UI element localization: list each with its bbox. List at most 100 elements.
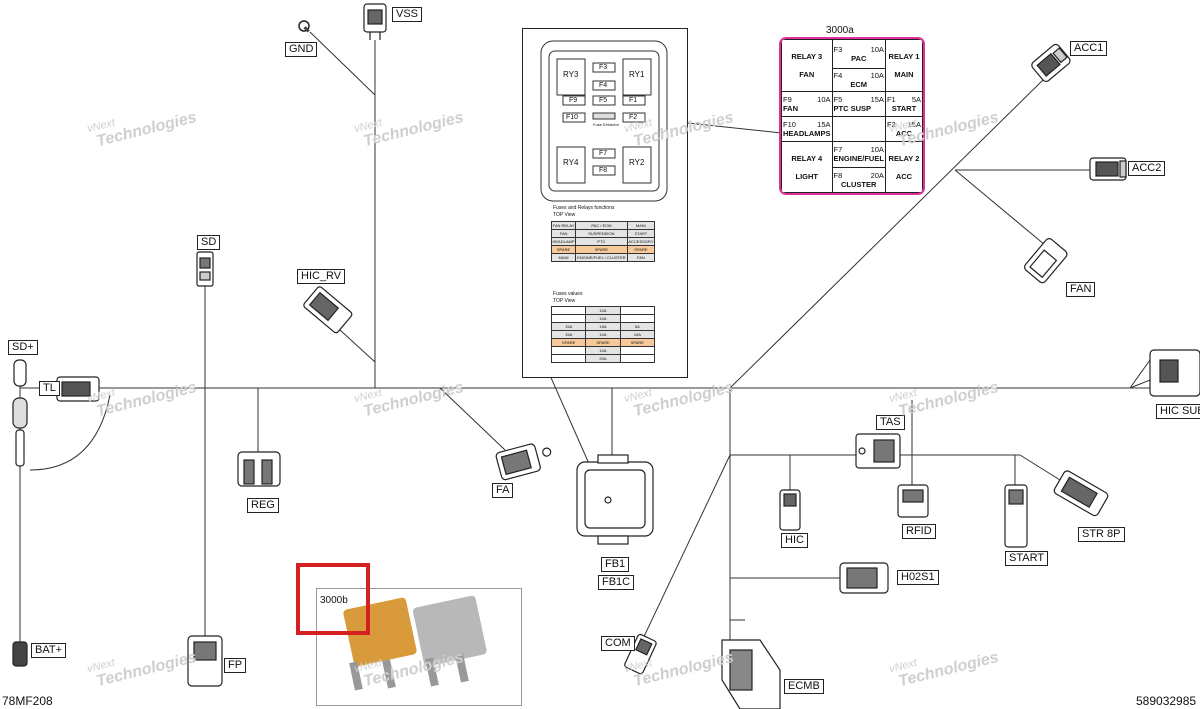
fuse-box-inset: RY3 RY1 RY4 RY2 F3 F4 F9 F5 F1 F10 F2 F7… [522, 28, 688, 378]
legend-text: 15A [817, 120, 831, 130]
breaker-photo [343, 595, 487, 691]
cell: 5A [619, 322, 656, 331]
vss-connector [363, 3, 387, 40]
legend-text: F8 [833, 170, 843, 180]
label-ecmb: ECMB [784, 679, 824, 694]
relay-label: RY3 [563, 70, 579, 79]
legend-text: RELAY 4 [791, 153, 823, 163]
cell: MAIN [550, 253, 577, 262]
cell [619, 354, 656, 363]
label-reg: REG [247, 498, 279, 513]
fuse-label: F3 [599, 64, 608, 71]
label-h02s1: H02S1 [897, 570, 939, 585]
legend-text: F5 [833, 94, 843, 104]
fuse-label: F2 [629, 114, 638, 121]
reg-connector [237, 451, 281, 487]
bat-plus-terminal [12, 641, 28, 667]
legend-text: ENGINE/FUEL [833, 154, 884, 164]
cell [550, 306, 587, 315]
legend-text: PAC [851, 53, 867, 63]
legend-text: MAIN [894, 69, 914, 79]
fan-connector [1023, 238, 1068, 284]
cell: SPARE [626, 245, 656, 254]
label-fa: FA [492, 483, 514, 498]
cell: SPARE [575, 245, 628, 254]
rfid-connector [897, 484, 929, 518]
fuse-label: F4 [599, 82, 608, 89]
cell: 15A [550, 322, 587, 331]
legend-text: 10A [870, 145, 884, 155]
str-8p-connector [1053, 470, 1109, 517]
legend-text: FAN [799, 69, 815, 79]
hic-rv-connector [303, 286, 353, 334]
cell: PTC [575, 237, 628, 246]
legend-text: ACC [895, 171, 913, 181]
cell: ENGINE/FUEL / CLUSTER [575, 253, 628, 262]
legend-text: PTC [833, 103, 849, 113]
cell [619, 306, 656, 315]
hic-connector [779, 489, 801, 531]
cell: SPARE [585, 338, 621, 347]
fp-connector [187, 635, 223, 687]
legend-text: HEADLAMPS [783, 129, 831, 139]
fuse-label: F9 [569, 97, 578, 104]
cell: SUSPENSION [575, 229, 628, 238]
legend-text: F7 [833, 145, 843, 155]
cell: 10A [585, 330, 621, 339]
functions-title: Fuses and Relays functions [553, 205, 615, 211]
cell: SPARE [619, 338, 656, 347]
ecmb-connector [721, 639, 781, 709]
cell [550, 354, 587, 363]
fuse-box-top-view [540, 40, 668, 202]
fuse-label: F10 [566, 114, 579, 121]
label-str-8p: STR 8P [1078, 527, 1125, 542]
legend-relay4: RELAY 4 LIGHT [781, 141, 833, 193]
sd-connector [196, 251, 214, 287]
legend-text: FAN [783, 103, 798, 113]
tl-connector [56, 376, 100, 402]
relay-label: RY2 [629, 158, 645, 167]
hic-suba-connector [1149, 349, 1200, 397]
legend-text: ECM [850, 79, 868, 89]
legend-text: 20A [870, 170, 884, 180]
label-hic-suba: HIC SUBA [1156, 404, 1200, 419]
label-tl: TL [39, 381, 60, 396]
legend-relay3: RELAY 3 FAN [781, 39, 833, 92]
legend-text: SUSP [850, 103, 872, 113]
gnd-ring-terminal [298, 20, 310, 33]
h02s1-connector [839, 562, 889, 594]
fb1-fuse-box [576, 454, 654, 545]
cell: 10A [585, 346, 621, 355]
legend-relay2: RELAY 2 ACC [884, 141, 923, 193]
cell [550, 314, 587, 323]
legend-text: RELAY 3 [791, 51, 823, 61]
functions-view: TOP View [553, 212, 576, 218]
relay-label: RY1 [629, 70, 645, 79]
sd-plus-sensor [12, 359, 28, 467]
cell: 15A [585, 322, 621, 331]
label-hic-rv: HIC_RV [297, 269, 346, 284]
label-gnd: GND [285, 42, 318, 57]
legend-text: F9 [783, 94, 792, 104]
cell [550, 346, 587, 355]
breaker-label: 3000b [320, 595, 348, 606]
label-vss: VSS [392, 7, 423, 22]
cell: MAIN [626, 221, 656, 230]
label-bat-plus: BAT+ [31, 643, 67, 658]
fuse-label: F1 [629, 97, 638, 104]
label-com: COM [601, 636, 635, 651]
cell: FAN [550, 229, 577, 238]
legend-text: RELAY 2 [888, 153, 920, 163]
label-hic: HIC [781, 533, 808, 548]
label-tas: TAS [876, 415, 905, 430]
part-number: 589032985 [1136, 694, 1197, 708]
start-connector [1004, 484, 1028, 548]
legend-text: LIGHT [795, 171, 819, 181]
com-connector [624, 633, 657, 675]
cell: 15A [550, 330, 587, 339]
fuse-label: F5 [599, 97, 608, 104]
